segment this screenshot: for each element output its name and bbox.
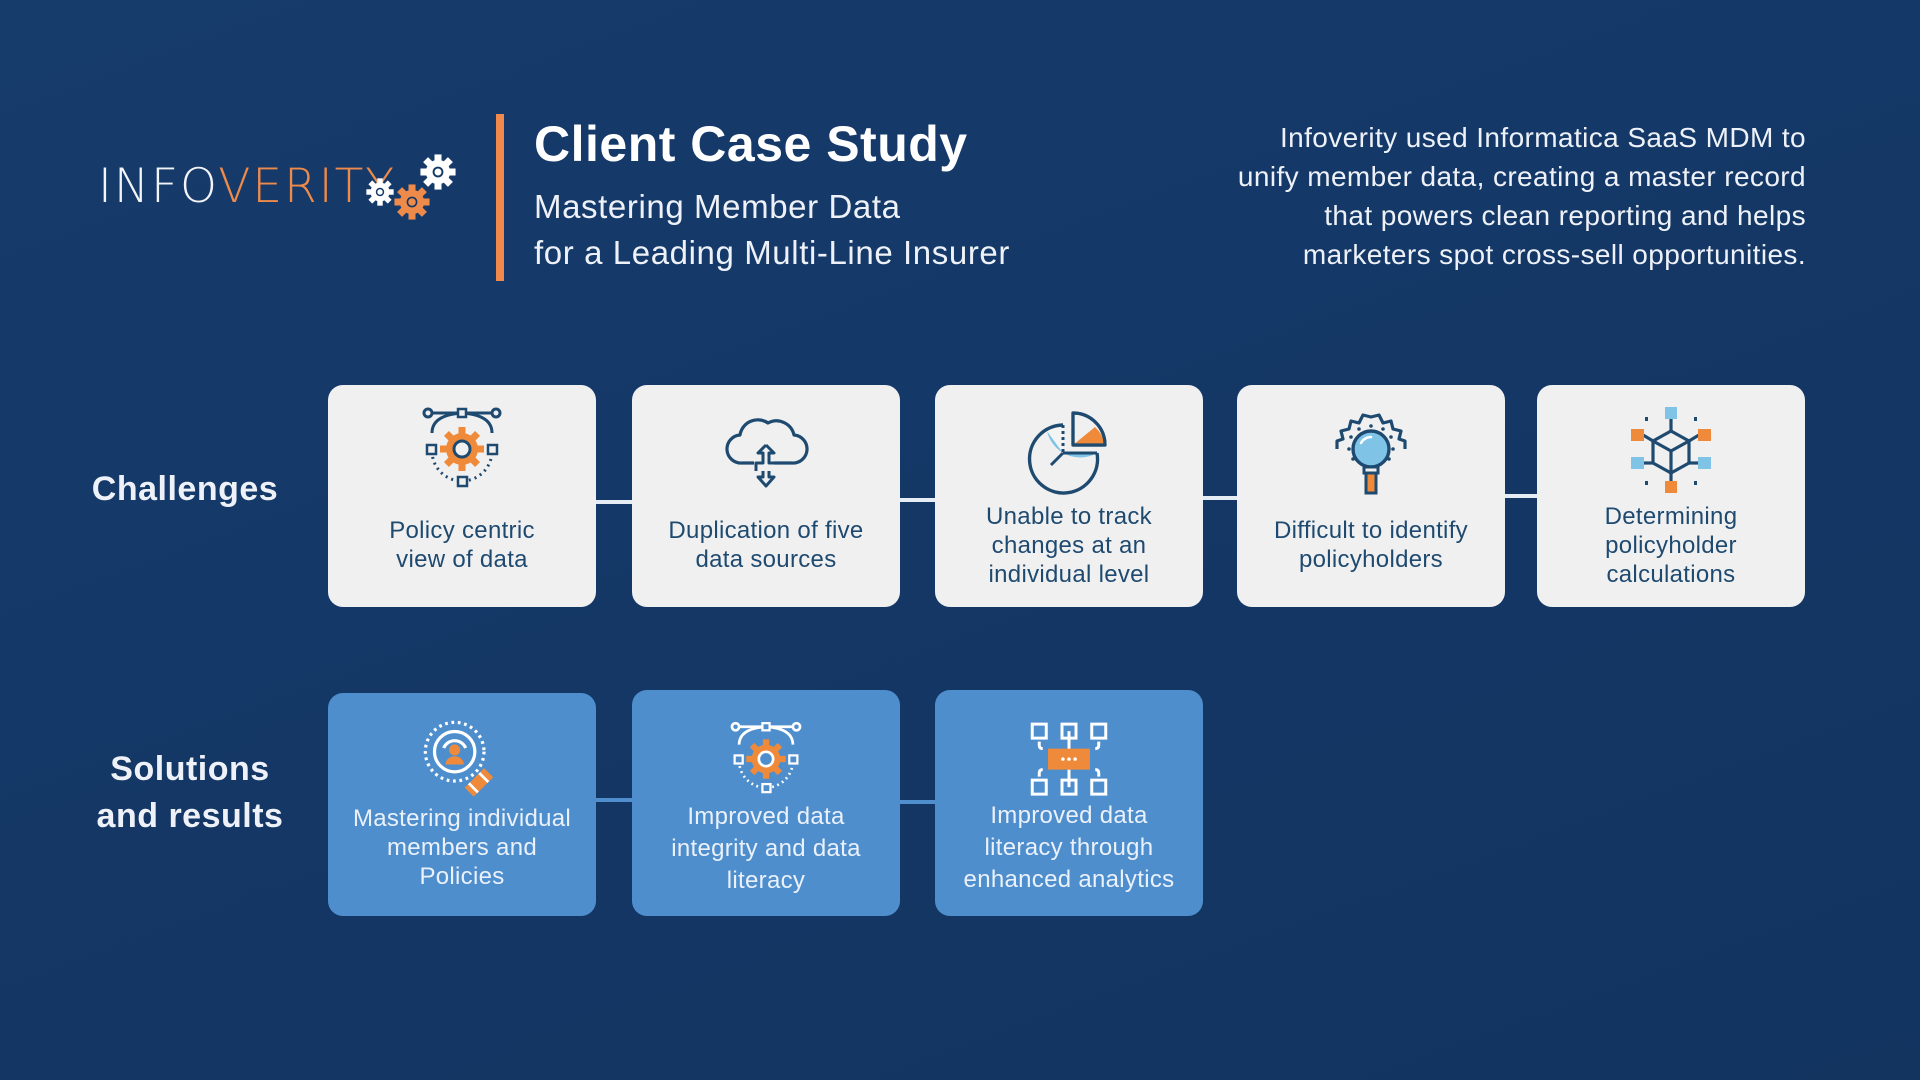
challenge-card-policy-centric: Policy centric view of data [328, 385, 596, 607]
logo-wordmark: INFOVERITY [98, 163, 396, 210]
challenge-card-identify-policyholders: Difficult to identify policyholders [1237, 385, 1505, 607]
text-line: Mastering individual [352, 805, 572, 832]
text-line: view of data [396, 546, 528, 573]
challenge-connector [588, 500, 634, 504]
challenge-text: Duplication of five data sources [658, 497, 873, 607]
solution-card-data-integrity: Improved data integrity and data literac… [632, 690, 900, 916]
challenge-text: Determining policyholder calculations [1595, 497, 1748, 607]
intro-line: Infoverity used Informatica SaaS MDM to [1279, 122, 1806, 153]
challenge-text: Unable to track changes at an individual… [976, 497, 1162, 607]
text-line: literacy through [984, 834, 1154, 861]
text-line: data sources [695, 546, 837, 573]
solutions-label: Solutions and results [80, 746, 300, 840]
text-line: Improved data [687, 803, 845, 830]
page-title: Client Case Study [534, 116, 968, 172]
text-line: Unable to track [986, 502, 1152, 530]
solutions-label-line: Solutions [110, 750, 270, 788]
text-line: Duplication of five [668, 517, 864, 544]
challenge-connector [898, 498, 938, 502]
text-line: calculations [1606, 560, 1736, 588]
challenge-card-policyholder-calculations: Determining policyholder calculations [1537, 385, 1805, 607]
intro-line: that powers clean reporting and helps [1324, 200, 1806, 231]
accent-divider [496, 114, 504, 281]
challenge-card-duplication: Duplication of five data sources [632, 385, 900, 607]
challenge-card-track-changes: Unable to track changes at an individual… [935, 385, 1203, 607]
text-line: members and [386, 834, 537, 861]
text-line: enhanced analytics [963, 866, 1175, 893]
challenges-label: Challenges [91, 470, 279, 508]
challenge-connector [1200, 496, 1240, 500]
subtitle-line: Mastering Member Data [534, 188, 901, 225]
text-line: literacy [726, 867, 806, 894]
gear-bezier-icon [730, 721, 802, 794]
gear-bezier-icon [422, 407, 502, 488]
logo-verity-text: VERITY [218, 158, 397, 214]
challenge-connector [1503, 494, 1539, 498]
user-search-icon [423, 720, 494, 797]
solution-card-enhanced-analytics: Improved data literacy through enhanced … [935, 690, 1203, 916]
gear-magnifier-icon [1335, 413, 1407, 495]
solution-text: Improved data integrity and data literac… [661, 802, 871, 916]
infoverity-logo: INFOVERITY [98, 154, 456, 220]
intro-line: unify member data, creating a master rec… [1237, 161, 1806, 192]
challenge-text: Policy centric view of data [379, 497, 545, 607]
text-line: Policies [419, 863, 505, 890]
text-line: Policy centric [389, 517, 535, 544]
page-subtitle: Mastering Member Data for a Leading Mult… [534, 184, 1010, 276]
cloud-sync-icon [725, 418, 809, 488]
subtitle-line: for a Leading Multi-Line Insurer [534, 234, 1010, 271]
text-line: Difficult to identify [1274, 517, 1468, 544]
text-line: integrity and data [671, 835, 861, 862]
text-line: changes at an [991, 531, 1147, 559]
cube-network-icon [1631, 407, 1711, 493]
intro-paragraph: Infoverity used Informatica SaaS MDM to … [1166, 118, 1806, 274]
solution-text: Improved data literacy through enhanced … [954, 800, 1185, 916]
intro-line: marketers spot cross-sell opportunities. [1302, 239, 1806, 270]
solution-text: Mastering individual members and Policie… [343, 803, 581, 916]
gears-icon [366, 154, 456, 220]
text-line: individual level [988, 560, 1150, 588]
logo-info-text: INFO [98, 158, 219, 214]
text-line: Improved data [990, 802, 1148, 829]
solutions-label-line: and results [96, 797, 284, 835]
pie-chart-icon [1027, 411, 1107, 495]
text-line: Determining [1604, 502, 1738, 530]
solution-card-mastering-members: Mastering individual members and Policie… [328, 693, 596, 916]
network-hub-icon [1030, 722, 1108, 796]
challenge-text: Difficult to identify policyholders [1264, 497, 1478, 607]
text-line: policyholders [1299, 546, 1443, 573]
text-line: policyholder [1605, 531, 1737, 559]
solution-connector [594, 798, 636, 802]
solution-connector [898, 800, 938, 804]
